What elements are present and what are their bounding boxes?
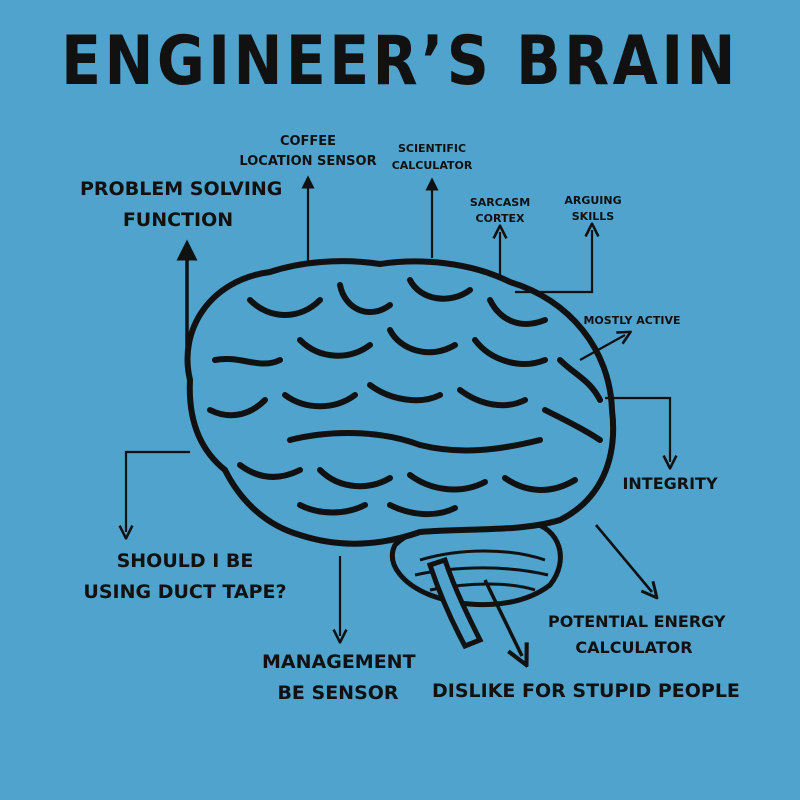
page-title: ENGINEER’S BRAIN: [61, 22, 739, 101]
label-sarcasm: SARCASM CORTEX: [469, 196, 531, 226]
arrow-arguing: [515, 230, 592, 294]
label-dislike: DISLIKE FOR STUPID PEOPLE: [432, 680, 740, 702]
label-management: MANAGEMENT BE SENSOR: [262, 651, 416, 704]
arrow-potential: [595, 524, 652, 592]
arrow-dislike: [483, 579, 522, 656]
cerebrum-shape: [184, 258, 617, 547]
arrow-mostly-active: [579, 335, 625, 361]
label-arguing: ARGUING SKILLS: [564, 194, 622, 224]
label-problem-solving: PROBLEM SOLVING FUNCTION: [80, 178, 283, 231]
label-duct-tape: SHOULD I BE USING DUCT TAPE?: [83, 550, 287, 603]
label-scientific: SCIENTIFIC CALCULATOR: [391, 142, 473, 173]
label-coffee: COFFEE LOCATION SENSOR: [239, 134, 377, 169]
label-mostly-active: MOSTLY ACTIVE: [583, 314, 681, 327]
arrow-integrity: [605, 396, 670, 462]
brain-stem-shape: [426, 556, 484, 650]
connectors: [126, 175, 670, 656]
label-potential: POTENTIAL ENERGY CALCULATOR: [548, 612, 726, 658]
label-integrity: INTEGRITY: [622, 474, 718, 493]
arrow-duct-tape: [126, 450, 190, 532]
